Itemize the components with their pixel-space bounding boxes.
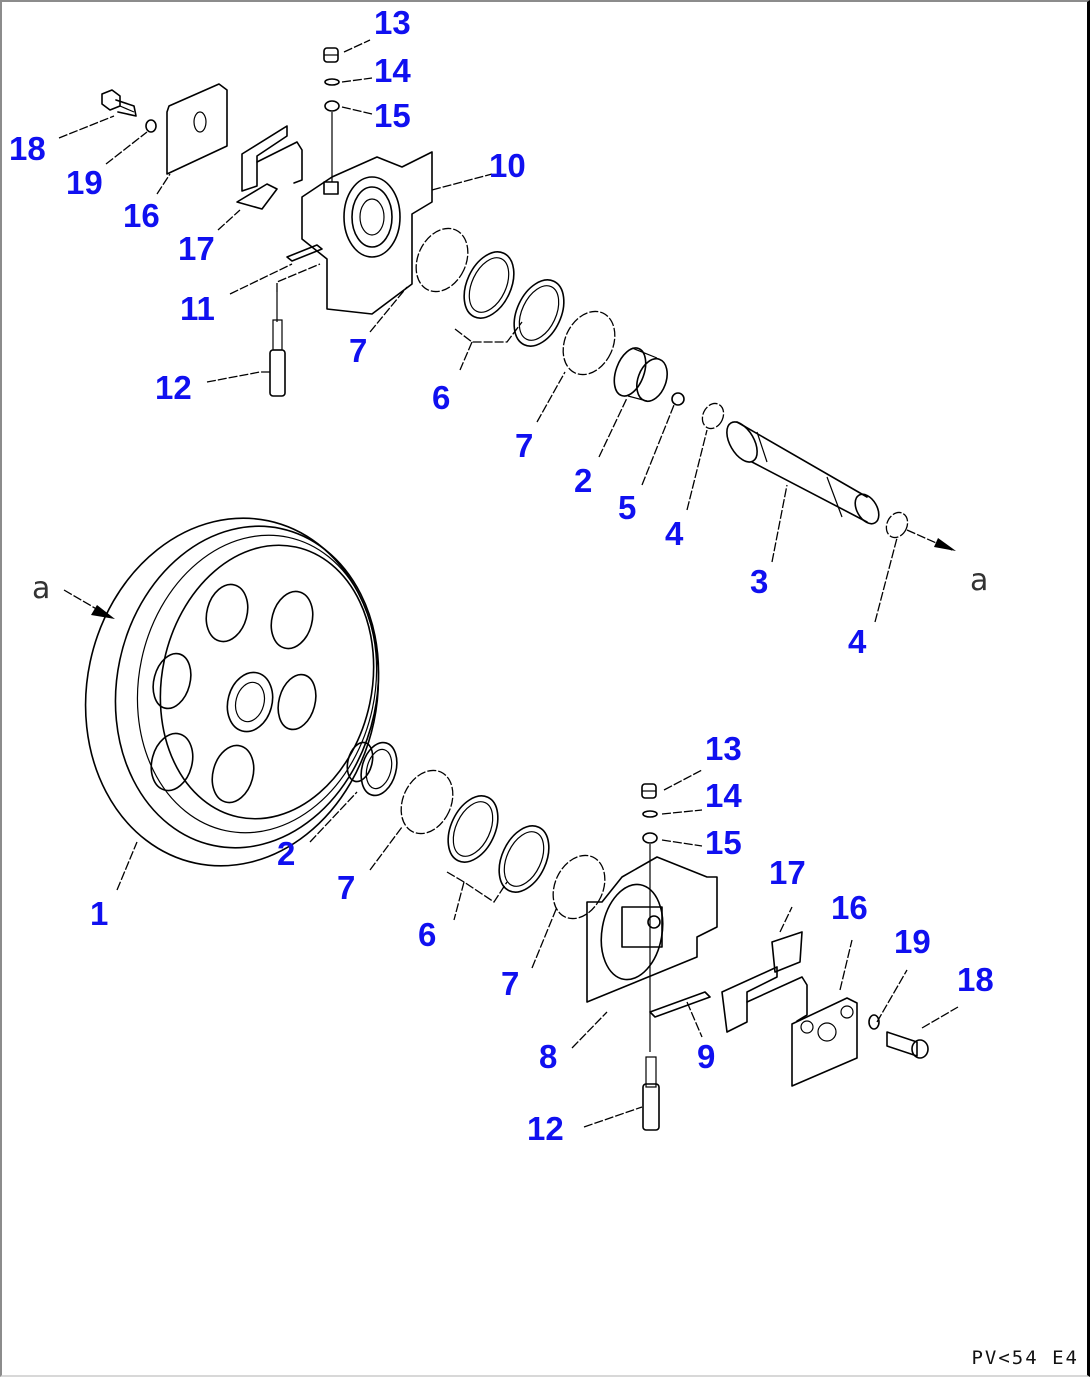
- part-6-floating-seal-upper: [463, 251, 565, 347]
- part-15-washer-lower: [642, 832, 658, 844]
- part-18-bolt-upper: [101, 89, 137, 117]
- part-17-shim-upper: [236, 125, 303, 210]
- callout-13-upper: 13: [374, 4, 411, 41]
- callout-9: 9: [697, 1038, 715, 1075]
- part-16-guide-plate-lower: [791, 997, 858, 1087]
- part-10-support-upper: [301, 151, 433, 315]
- part-8-support-lower: [586, 856, 718, 1003]
- part-17-shim-lower: [721, 931, 808, 1033]
- part-3-shaft: [726, 421, 880, 525]
- part-7-oring-upper-2: [562, 310, 616, 376]
- callout-4-1: 4: [665, 515, 684, 552]
- part-5-plug: [671, 392, 685, 406]
- callout-15-lower: 15: [705, 824, 742, 861]
- callout-11: 11: [180, 290, 215, 327]
- part-14-lock-washer-lower: [642, 810, 658, 818]
- callout-7-lower-2: 7: [501, 965, 519, 1002]
- part-15-washer-upper: [324, 100, 340, 112]
- callout-12-upper: 12: [155, 369, 192, 406]
- drawing-code: PV<54 E4: [971, 1347, 1079, 1369]
- part-19-washer-upper: [145, 119, 157, 133]
- part-16-guide-plate-upper: [166, 83, 228, 175]
- part-13-nut-upper: [323, 47, 339, 63]
- callout-18-lower: 18: [957, 961, 994, 998]
- callout-5: 5: [618, 489, 636, 526]
- part-9-plate: [649, 991, 711, 1018]
- part-7-oring-lower-1: [400, 769, 454, 835]
- part-7-oring-upper-1: [415, 227, 469, 293]
- callout-15-upper: 15: [374, 97, 411, 134]
- reference-mark-a-right: a: [970, 563, 988, 598]
- callout-19-lower: 19: [894, 923, 931, 960]
- reference-mark-a-left: a: [32, 571, 50, 606]
- callout-7-upper-1: 7: [349, 332, 367, 369]
- callout-2-upper: 2: [574, 462, 592, 499]
- callout-16-upper: 16: [123, 197, 160, 234]
- callout-18-upper: 18: [9, 130, 46, 167]
- callout-3: 3: [750, 563, 768, 600]
- callout-17-lower: 17: [769, 854, 806, 891]
- part-7-oring-lower-2: [552, 854, 606, 920]
- part-4-oring-2: [885, 511, 909, 539]
- callout-1: 1: [90, 895, 108, 932]
- part-13-nut-lower: [641, 783, 657, 799]
- part-12-bolt-upper: [269, 292, 286, 397]
- callout-6-upper: 6: [432, 379, 450, 416]
- part-14-lock-washer-upper: [324, 78, 340, 86]
- callout-17-upper: 17: [178, 230, 215, 267]
- callout-16-lower: 16: [831, 889, 868, 926]
- part-2-bushing-upper: [613, 347, 668, 403]
- callout-14-lower: 14: [705, 777, 742, 814]
- part-11-plate-upper: [286, 244, 323, 262]
- callout-13-lower: 13: [705, 730, 742, 767]
- part-12-bolt-lower: [642, 1056, 660, 1131]
- callout-19-upper: 19: [66, 164, 103, 201]
- reference-arrow-left: [63, 589, 115, 619]
- part-6-floating-seal-lower: [447, 795, 550, 893]
- callout-12-lower: 12: [527, 1110, 564, 1147]
- callout-6-lower: 6: [418, 916, 436, 953]
- callout-10: 10: [489, 147, 526, 184]
- callout-7-upper-2: 7: [515, 427, 533, 464]
- callout-7-lower-1: 7: [337, 869, 355, 906]
- part-4-oring-1: [701, 402, 725, 430]
- part-18-bolt-lower: [886, 1031, 929, 1059]
- part-1-idler-wheel: [84, 517, 380, 867]
- part-19-washer-lower: [868, 1014, 880, 1030]
- callout-14-upper: 14: [374, 52, 411, 89]
- callout-8: 8: [539, 1038, 557, 1075]
- callout-2-lower: 2: [277, 835, 295, 872]
- reference-arrow-right: [906, 529, 956, 551]
- callout-4-2: 4: [848, 623, 867, 660]
- part-2-bushing-lower: [346, 741, 398, 797]
